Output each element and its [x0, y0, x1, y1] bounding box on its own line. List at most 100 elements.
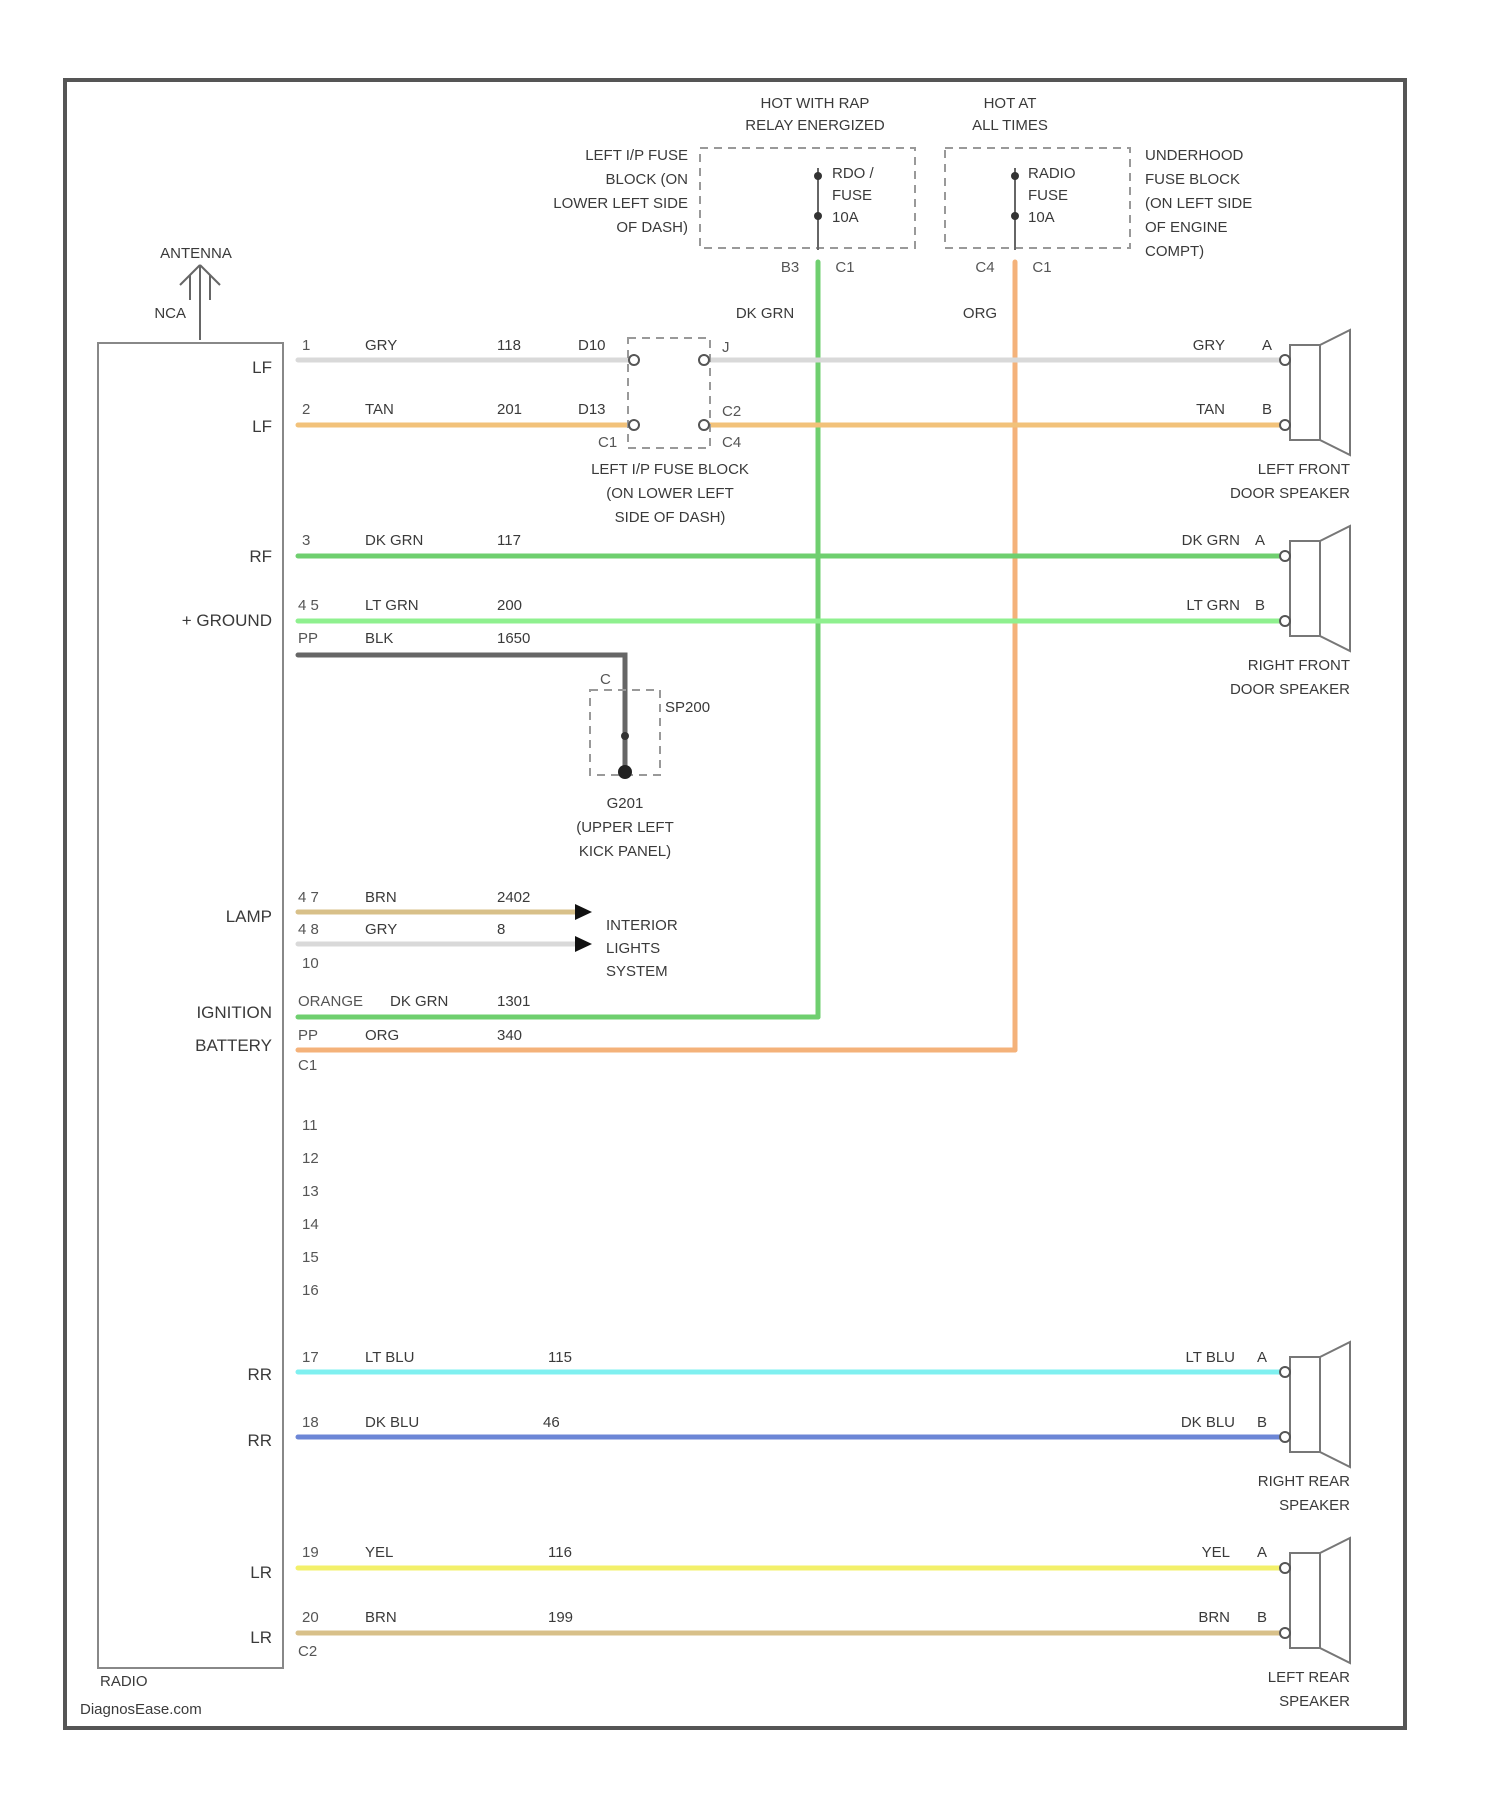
- r2-conn: D13: [578, 401, 606, 418]
- r14-pin: 19: [302, 1544, 319, 1561]
- interior-label-3: SYSTEM: [606, 963, 668, 980]
- underhood-label-1: UNDERHOOD: [1145, 147, 1244, 164]
- hot-run-line-2: RELAY ENERGIZED: [745, 117, 885, 134]
- interior-label-2: LIGHTS: [606, 940, 660, 957]
- r3-term: A: [1255, 532, 1265, 549]
- diagram-frame: [65, 80, 1405, 1728]
- interior-label-1: INTERIOR: [606, 917, 678, 934]
- speaker-rr-label-1: RIGHT REAR: [1258, 1473, 1350, 1490]
- r13-color: DK BLU: [365, 1414, 419, 1431]
- r1-term: A: [1262, 337, 1272, 354]
- r13-pin: 18: [302, 1414, 319, 1431]
- r13-right-color: DK BLU: [1181, 1414, 1235, 1431]
- ip-conn-label-3: SIDE OF DASH): [615, 509, 726, 526]
- r12-term: A: [1257, 1349, 1267, 1366]
- r1-circuit: 118: [497, 337, 521, 354]
- hot-all-line-1: HOT AT: [984, 95, 1037, 112]
- ground-sp: SP200: [665, 699, 710, 716]
- r4-pin: 4 5: [298, 597, 319, 614]
- pin-label-lamp: LAMP: [226, 907, 272, 926]
- left-ip-fuse-label-2: BLOCK (ON: [605, 171, 688, 188]
- r12-pin: 17: [302, 1349, 319, 1366]
- r10-color: ORG: [365, 1027, 399, 1044]
- ground-c: C: [600, 671, 611, 688]
- r9-circuit: 1301: [497, 993, 530, 1010]
- r6-color: BRN: [365, 889, 397, 906]
- ip-pin-c4: C4: [722, 434, 741, 451]
- r7-color: GRY: [365, 921, 397, 938]
- r10-circuit: 340: [497, 1027, 522, 1044]
- r5-pin: PP: [298, 630, 318, 647]
- pin-label-ground: + GROUND: [182, 611, 272, 630]
- r1-color: GRY: [365, 337, 397, 354]
- r10-pin: PP: [298, 1027, 318, 1044]
- speaker-left-front-icon: [1280, 330, 1350, 455]
- radio-fuse-left-symbol: [814, 168, 822, 250]
- radio-name: RADIO: [100, 1673, 148, 1690]
- r4-circuit: 200: [497, 597, 522, 614]
- r11-pin: C1: [298, 1057, 317, 1074]
- r6-circuit: 2402: [497, 889, 530, 906]
- r2-pin: 2: [302, 401, 310, 418]
- pin-label-rr-1: RR: [247, 1365, 272, 1384]
- empty-pin-15: 15: [302, 1249, 319, 1266]
- r2-right-color: TAN: [1196, 401, 1225, 418]
- left-ip-fuse-label-4: OF DASH): [616, 219, 688, 236]
- radio-fuse-right-3: 10A: [1028, 209, 1055, 226]
- r16-pin: C2: [298, 1643, 317, 1660]
- r2-circuit: 201: [497, 401, 522, 418]
- ip-pin-c2: C2: [722, 403, 741, 420]
- r7-circuit: 8: [497, 921, 505, 938]
- ip-inline-connector: [628, 338, 710, 448]
- r12-circuit: 115: [548, 1349, 572, 1366]
- antenna-nca: NCA: [154, 305, 186, 322]
- footer-credit: DiagnosEase.com: [80, 1701, 202, 1718]
- ip-conn-label-2: (ON LOWER LEFT: [606, 485, 734, 502]
- r3-right-color: DK GRN: [1182, 532, 1240, 549]
- r15-term: B: [1257, 1609, 1267, 1626]
- speaker-lr-label-1: LEFT REAR: [1268, 1669, 1350, 1686]
- underhood-label-5: COMPT): [1145, 243, 1204, 260]
- wire-blk-ground: [298, 655, 625, 770]
- r1-conn: D10: [578, 337, 606, 354]
- pin-label-rf: RF: [249, 547, 272, 566]
- hot-run-line-1: HOT WITH RAP: [761, 95, 870, 112]
- r14-circuit: 116: [548, 1544, 572, 1561]
- r12-right-color: LT BLU: [1186, 1349, 1235, 1366]
- r4-color: LT GRN: [365, 597, 419, 614]
- r15-right-color: BRN: [1198, 1609, 1230, 1626]
- r5-circuit: 1650: [497, 630, 530, 647]
- pin-label-ignition: IGNITION: [196, 1003, 272, 1022]
- ground-desc-2: KICK PANEL): [579, 843, 671, 860]
- r5-color: BLK: [365, 630, 393, 647]
- r7-pin: 4 8: [298, 921, 319, 938]
- r12-color: LT BLU: [365, 1349, 414, 1366]
- radio-fuse-right-1: RADIO: [1028, 165, 1076, 182]
- underhood-label-4: OF ENGINE: [1145, 219, 1228, 236]
- r14-right-color: YEL: [1202, 1544, 1230, 1561]
- speaker-right-front-icon: [1280, 526, 1350, 651]
- r8-pin: 10: [302, 955, 319, 972]
- hot-all-line-2: ALL TIMES: [972, 117, 1048, 134]
- pin-label-lf-1: LF: [252, 358, 272, 377]
- radio-fuse-left-2: FUSE: [832, 187, 872, 204]
- empty-pin-11: 11: [302, 1117, 318, 1134]
- radio-fuse-right-2: FUSE: [1028, 187, 1068, 204]
- pin-b3: B3: [781, 259, 799, 276]
- r13-circuit: 46: [543, 1414, 560, 1431]
- radio-fuse-left-3: 10A: [832, 209, 859, 226]
- r15-circuit: 199: [548, 1609, 573, 1626]
- empty-pin-13: 13: [302, 1183, 319, 1200]
- radio-fuse-left-1: RDO /: [832, 165, 875, 182]
- pin-label-lf-2: LF: [252, 417, 272, 436]
- pin-label-lr-2: LR: [250, 1628, 272, 1647]
- speaker-lf-label-1: LEFT FRONT: [1258, 461, 1350, 478]
- ip-terminal-2: [699, 355, 709, 365]
- ip-pin-c1: C1: [598, 434, 617, 451]
- r4-term: B: [1255, 597, 1265, 614]
- r3-pin: 3: [302, 532, 310, 549]
- r2-term: B: [1262, 401, 1272, 418]
- dk-grn-feed-label: DK GRN: [736, 305, 794, 322]
- ip-terminal-1: [629, 355, 639, 365]
